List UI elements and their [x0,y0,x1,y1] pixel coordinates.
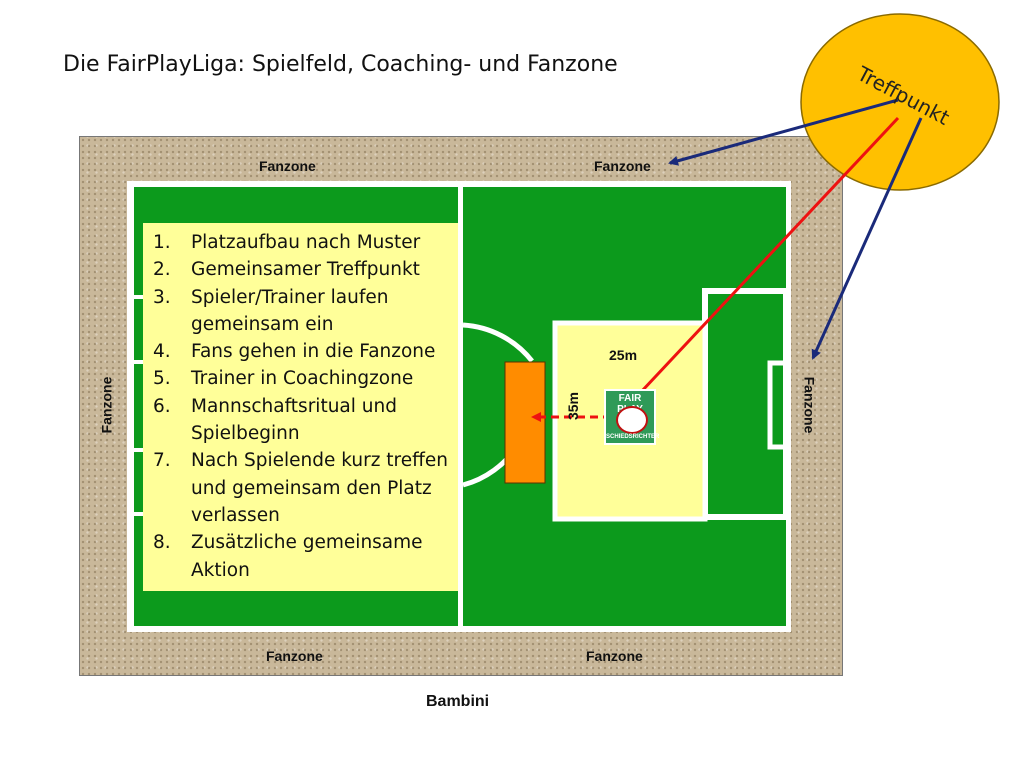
halfway-line [458,187,463,626]
age-group-caption: Bambini [426,693,490,710]
zone-depth-label: 35m [565,391,582,421]
center-circle [462,322,534,363]
fanzone-top-left-label: Fanzone [259,158,316,174]
page-title: Die FairPlayLiga: Spielfeld, Coaching- u… [63,52,618,77]
steps-list: 1.Platzaufbau nach Muster 2.Gemeinsamer … [143,229,458,584]
step-item: 8.Zusätzliche gemeinsame Aktion [153,532,423,581]
step-item: 5.Trainer in Coachingzone [153,368,414,390]
fanzone-bottom-left-label: Fanzone [266,648,323,664]
coaching-zone [504,361,546,484]
step-item: 2.Gemeinsamer Treffpunkt [153,259,420,281]
fair-play-logo: FAIR PLAY SCHIEDSRICHTER [604,389,659,445]
fanzone-bottom-right-label: Fanzone [586,648,643,664]
step-item: 3.Spieler/Trainer laufen gemeinsam ein [153,286,389,335]
meeting-point-circle [800,13,1000,191]
red-arrow-pitch [624,116,900,410]
step-item: 1.Platzaufbau nach Muster [153,232,421,253]
zone-width-label: 25m [609,347,638,363]
fanzone-top-right-label: Fanzone [594,158,651,174]
goal-area [767,360,789,450]
step-item: 7.Nach Spielende kurz treffen und gemein… [153,450,448,526]
step-item: 4.Fans gehen in die Fanzone [153,341,436,363]
blue-arrow-fanzone-right [811,117,923,360]
blue-arrow-fanzone-top [668,98,899,166]
fanzone-left-label: Fanzone [98,376,115,434]
fanzone-right-label: Fanzone [801,376,818,434]
step-item: 6.Mannschaftsritual und Spielbeginn [153,395,397,445]
steps-panel: 1.Platzaufbau nach Muster 2.Gemeinsamer … [143,223,458,591]
